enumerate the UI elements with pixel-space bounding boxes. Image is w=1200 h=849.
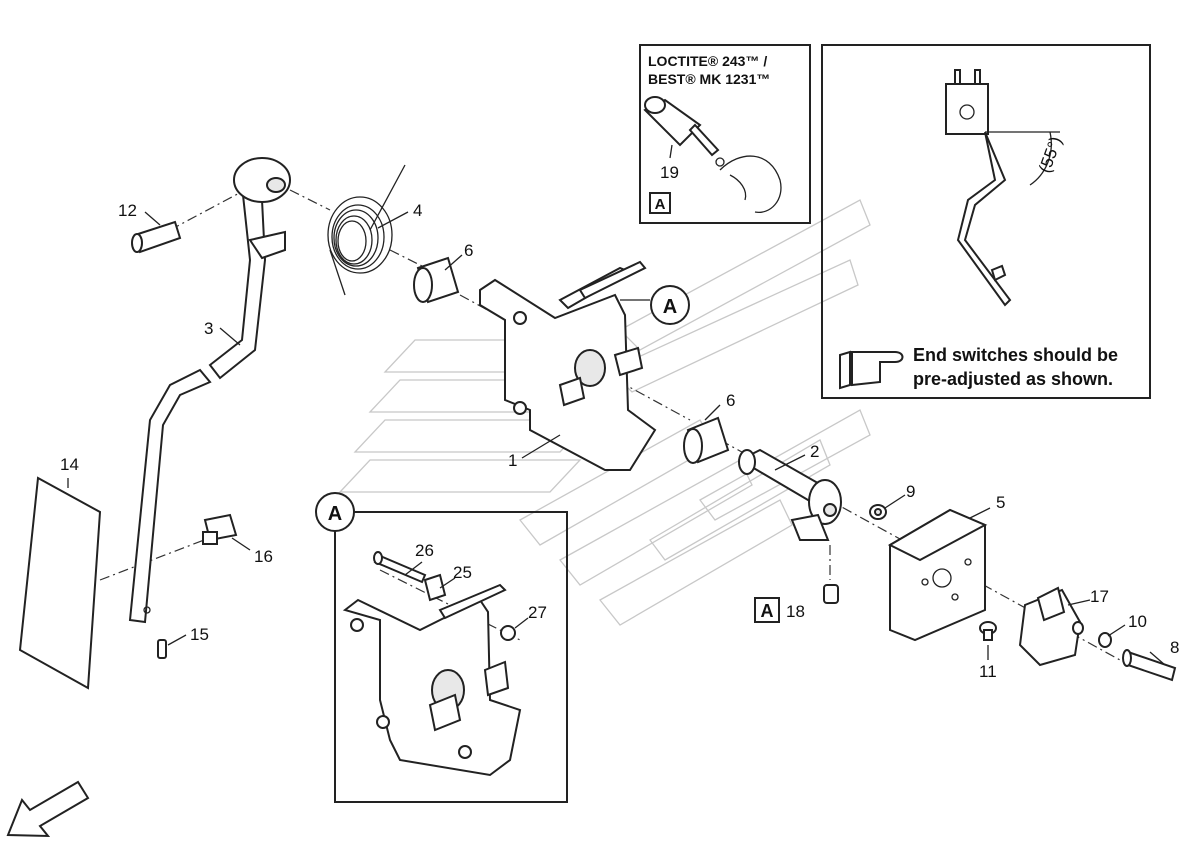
washer-part-10	[1098, 632, 1112, 648]
callout-14: 14	[60, 455, 79, 474]
pedal-rod	[128, 157, 291, 624]
shaft-part-2	[737, 448, 842, 541]
callout-15: 15	[190, 625, 209, 644]
callout-labels: 12 3 4 6 6 1 2 5 9 17 10 8 11 18 14 16 1…	[60, 201, 1179, 681]
bushing-lower	[683, 416, 730, 464]
callout-6a: 6	[464, 241, 473, 260]
callout-3: 3	[204, 319, 213, 338]
callout-5: 5	[996, 493, 1005, 512]
screw-part-11	[979, 621, 997, 641]
switch-housing	[887, 508, 988, 642]
screw-part-16	[202, 513, 238, 545]
bracket-part-1	[479, 260, 657, 471]
callout-12: 12	[118, 201, 137, 220]
direction-arrow	[6, 780, 90, 838]
note-line1: End switches should be	[913, 345, 1118, 365]
angle-label: (55°)	[1035, 134, 1066, 175]
callout-2: 2	[810, 442, 819, 461]
callout-1: 1	[508, 451, 517, 470]
loctite-box: A LOCTITE® 243™ / BEST® MK 1231™ 19	[639, 44, 811, 224]
callout-11: 11	[979, 662, 997, 681]
bolt-part-8	[1122, 649, 1177, 682]
callout-10: 10	[1128, 612, 1147, 631]
set-screw-part-18	[823, 584, 839, 604]
svg-text:A: A	[761, 601, 774, 621]
leader-lines	[67, 144, 1166, 666]
callout-8: 8	[1170, 638, 1179, 657]
end-switch	[1018, 586, 1084, 667]
loctite-marker-box	[649, 192, 671, 214]
callout-18: 18	[786, 602, 805, 621]
torsion-spring	[327, 164, 406, 296]
callout-16: 16	[254, 547, 273, 566]
pin-part-12	[131, 220, 182, 254]
callout-26: 26	[415, 541, 434, 560]
loctite-line2: BEST® MK 1231™	[648, 71, 770, 87]
callout-17: 17	[1090, 587, 1109, 606]
detail-marker-main: A	[620, 285, 690, 325]
note-line2: pre-adjusted as shown.	[913, 369, 1113, 389]
callout-27: 27	[528, 603, 547, 622]
ref18-marker: A	[754, 597, 780, 623]
callout-9: 9	[906, 482, 915, 501]
loctite-line1: LOCTITE® 243™ /	[648, 53, 767, 69]
loctite-marker: A	[655, 196, 666, 213]
callout-4: 4	[413, 201, 422, 220]
callout-6b: 6	[726, 391, 735, 410]
note-box: (55°) End switches should be pre-adjuste…	[821, 44, 1151, 399]
nut-part-9	[869, 504, 887, 520]
pin-part-15	[157, 639, 167, 659]
svg-text:A: A	[328, 503, 342, 525]
detail-marker-inset: A	[315, 492, 380, 532]
callout-19: 19	[660, 163, 679, 182]
bushing-upper	[413, 256, 460, 304]
detail-a-frame	[334, 511, 568, 803]
callout-25: 25	[453, 563, 472, 582]
svg-text:A: A	[663, 296, 677, 318]
pedal-pad	[18, 476, 102, 690]
